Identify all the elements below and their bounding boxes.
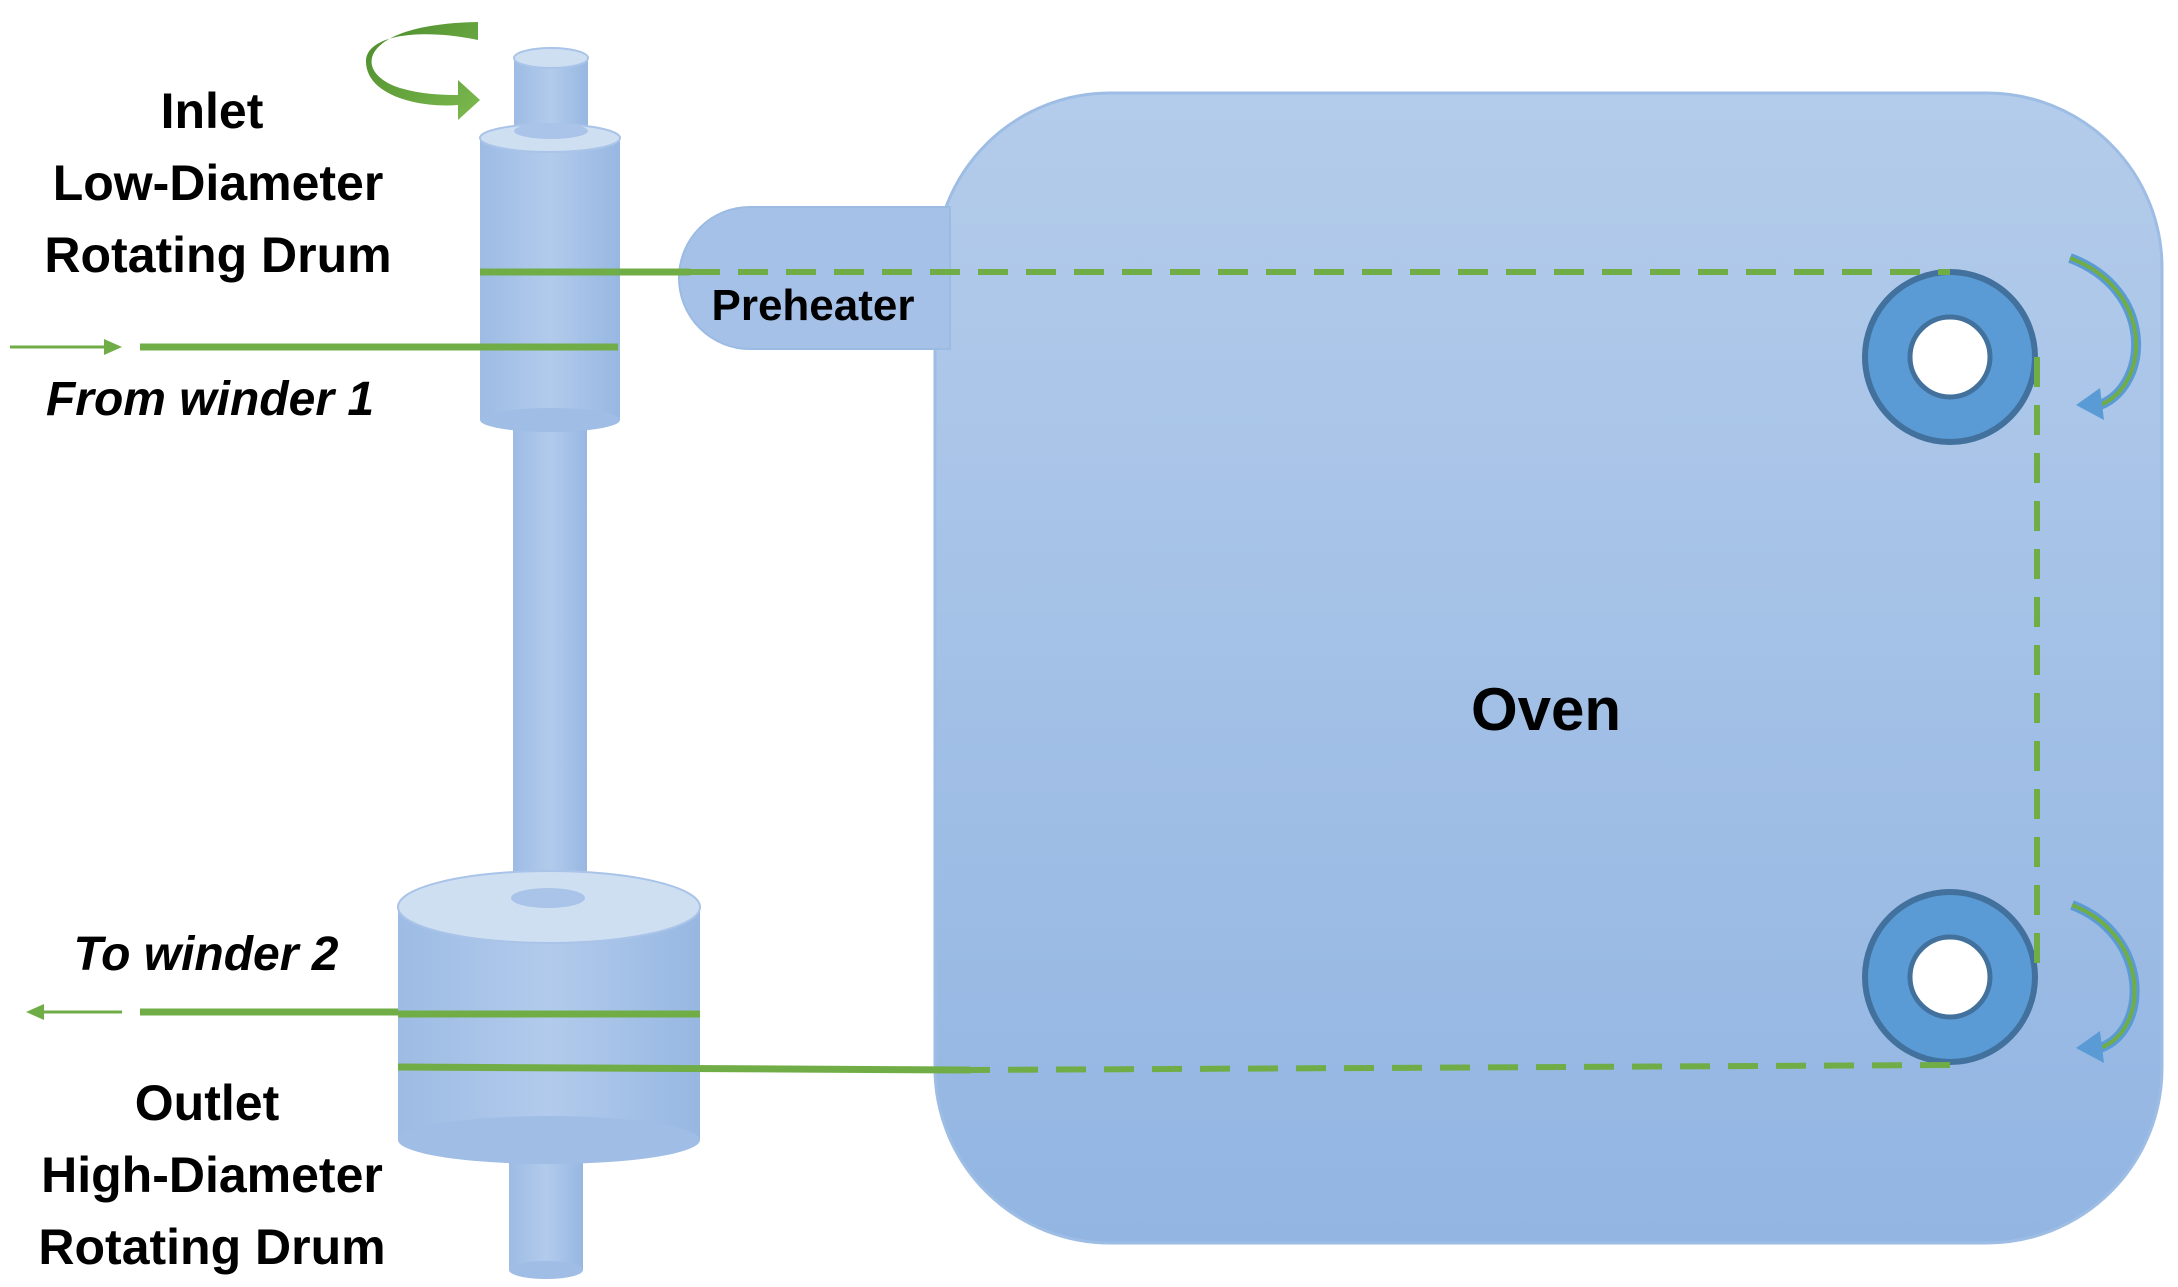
oven-label: Oven	[1471, 676, 1621, 743]
lower-roller-rotation-arrow-icon	[2070, 900, 2140, 1063]
preheater-label: Preheater	[711, 281, 914, 330]
oven: Oven	[933, 91, 2164, 1245]
outlet-label-line2: High-Diameter	[41, 1147, 383, 1203]
preheater: Preheater	[678, 206, 951, 350]
fiber-path	[140, 268, 2040, 1074]
outgoing-arrow-icon	[26, 1004, 122, 1020]
upper-roller	[1862, 269, 2038, 445]
inlet-label-line1: Inlet	[161, 83, 264, 139]
inlet-drum	[479, 47, 621, 900]
outlet-drum	[397, 870, 701, 1279]
outlet-label: Outlet High-Diameter Rotating Drum	[38, 1075, 385, 1275]
inlet-label-line2: Low-Diameter	[53, 155, 384, 211]
from-winder-label: From winder 1	[46, 373, 374, 426]
inlet-label-line3: Rotating Drum	[44, 227, 391, 283]
oven-body	[933, 91, 2164, 1245]
incoming-arrow-icon	[10, 339, 122, 355]
outlet-label-line1: Outlet	[135, 1075, 280, 1131]
inlet-label: Inlet Low-Diameter Rotating Drum	[44, 83, 391, 283]
outlet-label-line3: Rotating Drum	[38, 1219, 385, 1275]
rotation-arrow-icon	[365, 22, 480, 120]
preheater-body	[678, 206, 951, 350]
to-winder-label: To winder 2	[74, 928, 339, 981]
upper-roller-rotation-arrow-icon	[2068, 253, 2142, 420]
lower-roller	[1862, 889, 2038, 1065]
